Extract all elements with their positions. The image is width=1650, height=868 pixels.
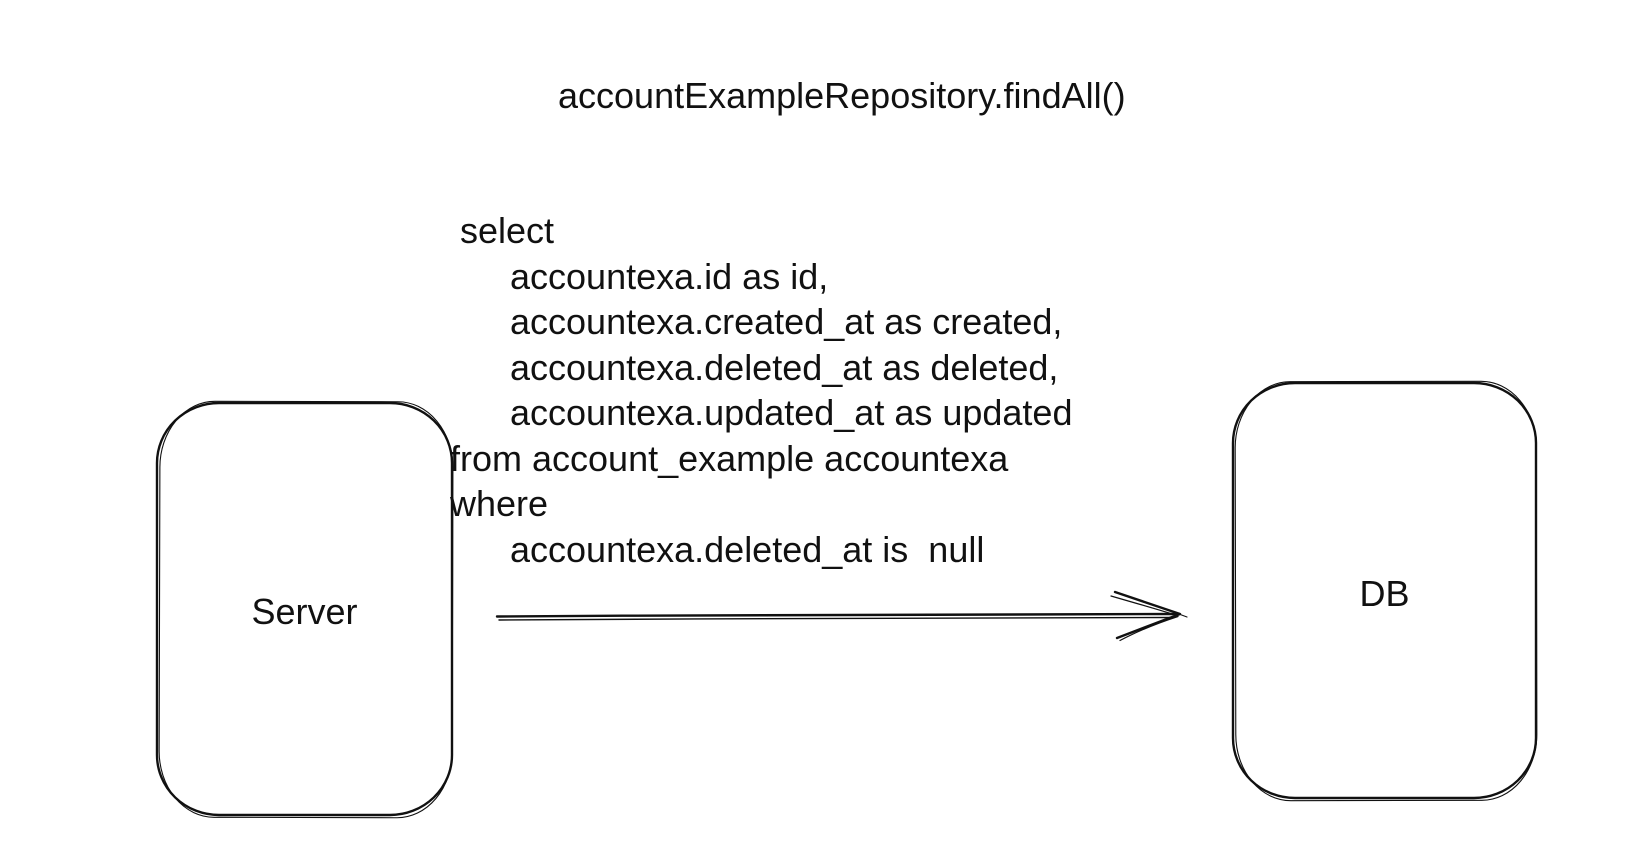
sql-line: select: [450, 210, 555, 251]
sql-line: where: [450, 483, 549, 524]
sql-line: accountexa.created_at as created,: [450, 301, 1063, 342]
sql-line: accountexa.deleted_at as deleted,: [450, 346, 1059, 388]
method-call-title: accountExampleRepository.findAll(): [558, 75, 1126, 116]
sql-line: accountexa.deleted_at is null: [450, 528, 985, 570]
db-node-label: DB: [1359, 572, 1410, 614]
db-node-box: [1231, 380, 1538, 802]
sql-query-block: select accountexa.id as id, accountexa.c…: [450, 208, 1072, 572]
server-to-db-arrow: [495, 590, 1188, 642]
server-node-label: Server: [251, 591, 358, 632]
sql-line: accountexa.id as id,: [450, 255, 829, 297]
sql-line: from account_example accountexa: [450, 437, 1009, 479]
server-node-box: [155, 400, 454, 819]
sql-line: accountexa.updated_at as updated: [450, 392, 1073, 433]
